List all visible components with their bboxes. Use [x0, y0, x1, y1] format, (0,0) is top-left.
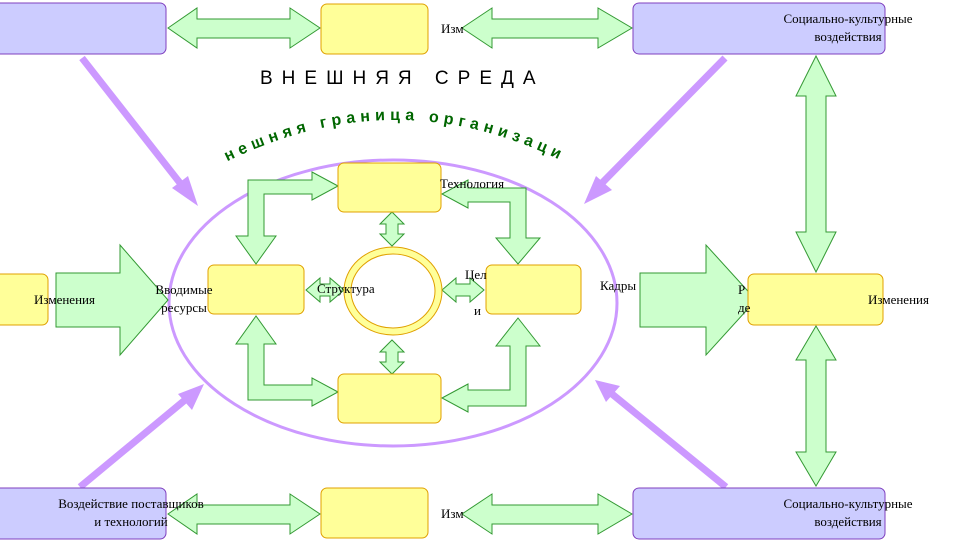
left-change-box [0, 273, 49, 326]
bottom-right-box [632, 487, 886, 540]
inputs-box [207, 264, 305, 315]
top-right-box-line2: воздействия [814, 29, 882, 44]
bottom-right-double-arrow [461, 493, 633, 535]
influence-arrow-top-right [584, 55, 728, 204]
top-right-box [632, 2, 886, 55]
right-lower-vertical-arrow [795, 325, 837, 487]
left-change-label: Изменения [34, 292, 95, 307]
top-left-box [0, 2, 167, 55]
top-center-box-label: Изм [441, 21, 464, 36]
top-left-double-arrow [167, 7, 321, 49]
input-arrow [55, 243, 169, 357]
structure-arrow-right [441, 276, 485, 304]
personnel-label: Кадры [600, 278, 637, 293]
structure-label: Структура [317, 281, 375, 296]
goals-label: Цел и [465, 266, 487, 320]
inputs-label: Вводимые ресурсы [146, 281, 222, 317]
internal-arrow-top-right [440, 179, 542, 265]
right-upper-vertical-arrow [795, 54, 837, 274]
bottom-center-box-label: Изм [441, 506, 464, 521]
top-center-box [320, 3, 429, 55]
influence-arrow-bottom-right [595, 380, 729, 490]
top-right-box-label: Социально-культурные воздействия [758, 10, 938, 46]
outputs-label: Р де [738, 281, 750, 317]
bottom-right-box-line1: Социально-культурные [783, 496, 913, 511]
inputs-line1: Вводимые [155, 282, 213, 297]
technology-box [337, 162, 442, 213]
bottom-inner-box [337, 373, 442, 424]
bottom-left-box-label: Воздействие поставщиков и технологий [38, 495, 224, 531]
bottom-right-box-line2: воздействия [814, 514, 882, 529]
structure-ring-inner [350, 253, 436, 329]
environment-title: ВНЕШНЯЯ СРЕДА [260, 68, 545, 89]
structure-arrow-top [378, 211, 406, 247]
internal-arrow-top-left [235, 171, 340, 265]
output-arrow [639, 243, 757, 357]
outputs-line1: Р [738, 282, 746, 297]
organization-boundary [167, 158, 619, 448]
goals-box [485, 264, 582, 315]
bottom-left-box [0, 487, 167, 540]
right-change-box [747, 273, 884, 326]
top-right-double-arrow [461, 7, 633, 49]
internal-arrow-bottom-right [440, 317, 542, 413]
bottom-left-double-arrow [167, 493, 321, 535]
bottom-left-box-line2: и технологий [94, 514, 168, 529]
bottom-left-box-line1: Воздействие поставщиков [58, 496, 204, 511]
outputs-line2: де [738, 300, 751, 315]
technology-label: Технология [440, 176, 505, 191]
bottom-center-box [320, 487, 429, 539]
top-right-box-line1: Социально-культурные [783, 11, 913, 26]
influence-arrows [77, 55, 729, 490]
goals-line2: и [474, 303, 481, 318]
structure-arrow-bottom [378, 339, 406, 375]
goals-line1: Цел [465, 267, 487, 282]
internal-arrow-bottom-left [235, 315, 340, 407]
influence-arrow-top-left [79, 55, 198, 206]
right-change-label: Изменения [868, 292, 929, 307]
inputs-line2: ресурсы [161, 300, 207, 315]
influence-arrow-bottom-left [77, 384, 204, 490]
bottom-right-box-label: Социально-культурные воздействия [758, 495, 938, 531]
